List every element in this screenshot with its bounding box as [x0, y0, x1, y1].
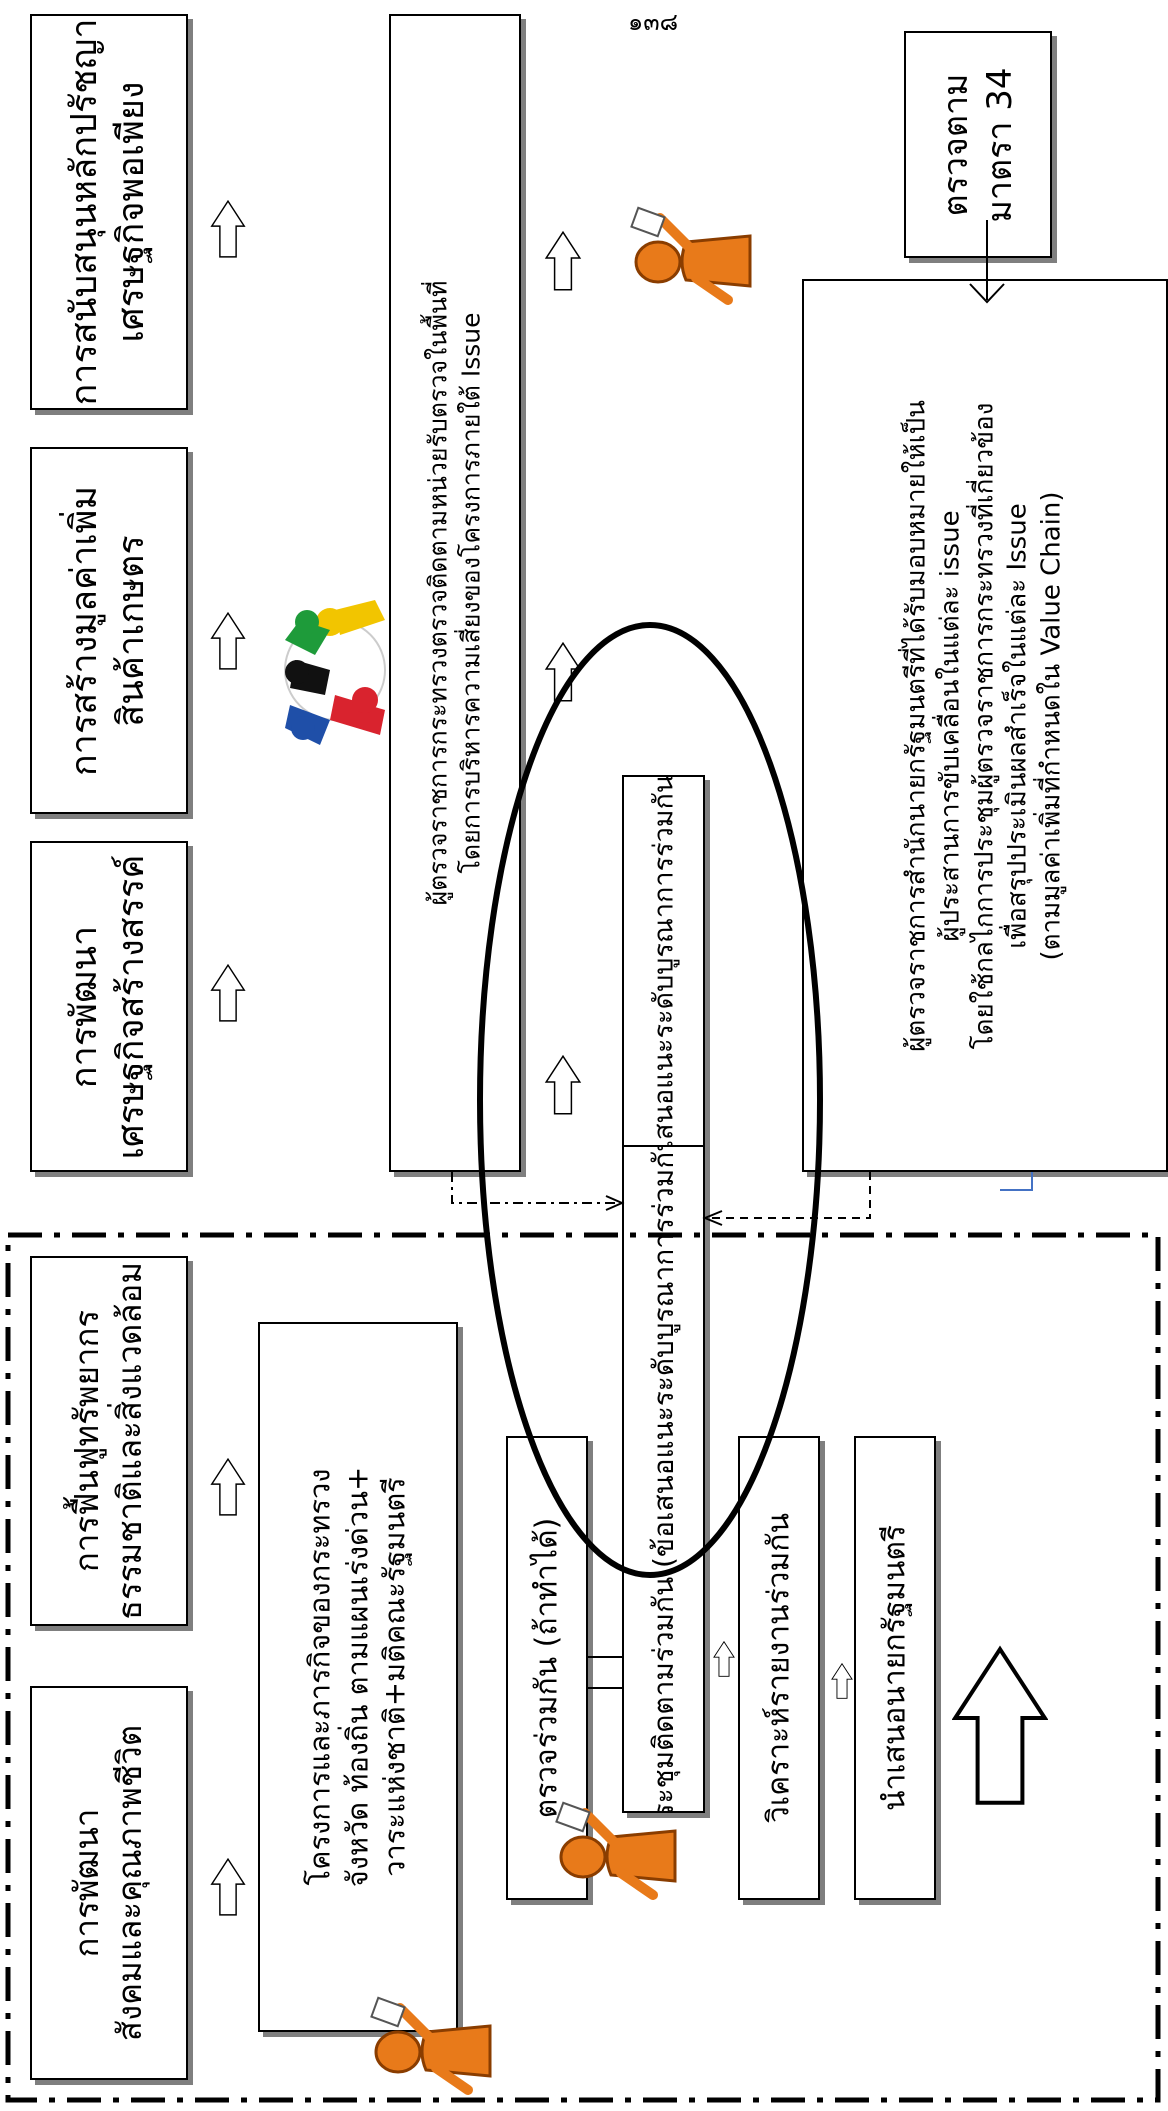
highlight-ellipse: [477, 622, 823, 1578]
present-pm-box: นำเสนอนายกรัฐมนตรี: [854, 1436, 936, 1900]
recommendation-box: ข้อเสนอแนะระดับบูรณาการร่วมกัน): [622, 775, 705, 1172]
person-icon: [371, 1998, 490, 2090]
strategy-box-sufficiency-economy: การสนับสนุนหลักปรัชญาเศรษฐกิจพอเพียง: [30, 14, 188, 410]
down-arrow-icon: [830, 1663, 854, 1699]
strategy-box-environment: การฟื้นฟูทรัพยากรธรรมชาติและสิ่งแวดล้อม: [30, 1256, 188, 1626]
joint-report-box: วิเคราะห์รายงานร่วมกัน: [738, 1436, 820, 1900]
down-arrow-icon: [210, 1458, 246, 1516]
person-icon: [556, 1803, 675, 1895]
down-arrow-icon: [955, 1649, 1045, 1803]
joint-meeting-box: ประชุมติดตามร่วมกัน (ข้อเสนอแนะระดับบูรณ…: [622, 1145, 705, 1813]
ministry-inspectors-box: ผู้ตรวจราชการกระทรวงตรวจติดตามหน่วยรับตร…: [389, 14, 521, 1172]
page-number: ๑๓๘: [628, 8, 679, 36]
strategy-box-agri-value-add: การสร้างมูลค่าเพิ่มสินค้าเกษตร: [30, 447, 188, 814]
person-icon: [631, 208, 750, 300]
down-arrow-icon: [210, 612, 246, 670]
down-arrow-icon: [210, 200, 246, 258]
region-border: [5, 1232, 1161, 2103]
projects-box: โครงการและภารกิจของกระทรวงจังหวัด ท้องถิ…: [258, 1322, 458, 2032]
section-34-box: ตรวจตามมาตรา 34: [904, 31, 1052, 258]
strategy-box-creative-economy: การพัฒนาเศรษฐกิจสร้างสรรค์: [30, 841, 188, 1172]
strategy-box-social: การพัฒนาสังคมและคุณภาพชีวิต: [30, 1686, 188, 2080]
teamwork-circle-icon: [284, 600, 386, 745]
down-arrow-icon: [713, 1641, 735, 1677]
down-arrow-icon: [210, 1858, 246, 1916]
down-arrow-icon: [545, 231, 581, 291]
pm-inspectors-box: ผู้ตรวจราชการสำนักนายกรัฐมนตรีที่ได้รับม…: [802, 279, 1168, 1172]
down-arrow-icon: [210, 964, 246, 1022]
down-arrow-icon: [545, 1055, 581, 1115]
